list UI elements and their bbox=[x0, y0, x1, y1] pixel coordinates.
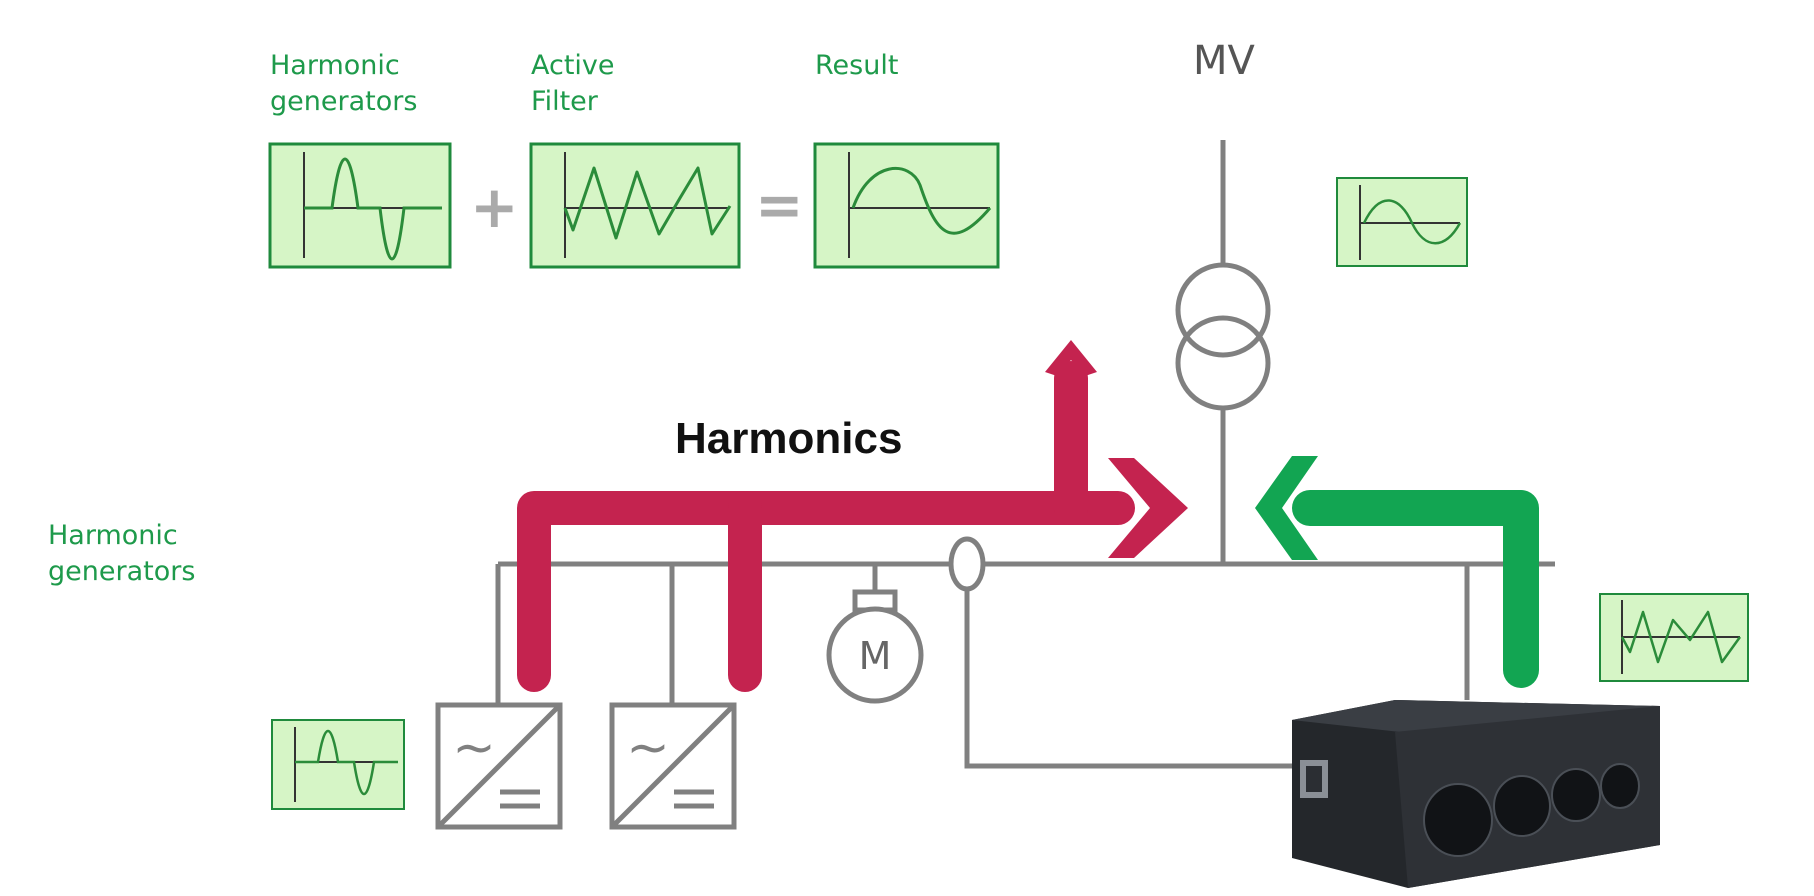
label-harmonic-generators-left: Harmonic generators bbox=[48, 520, 196, 587]
equals-operator: = bbox=[755, 171, 804, 239]
sensor-signal-wire bbox=[964, 588, 1300, 769]
converter-icon-1: ~ bbox=[435, 702, 563, 830]
waveform-panel-harmonic-generators bbox=[268, 142, 452, 269]
plus-operator: + bbox=[470, 173, 519, 241]
waveform-panel-active-filter bbox=[529, 142, 741, 269]
waveform-panel-mv bbox=[1336, 177, 1468, 267]
converter-ac-symbol: ~ bbox=[452, 718, 496, 778]
transformer-icon bbox=[1175, 262, 1271, 411]
busbar-network bbox=[495, 140, 1555, 769]
label-harmonic-generators-top: Harmonic generators bbox=[270, 50, 418, 117]
motor-icon bbox=[826, 589, 924, 704]
label-harmonics: Harmonics bbox=[675, 414, 903, 463]
waveform-panel-filter-output bbox=[1599, 593, 1749, 682]
label-active-filter: Active Filter bbox=[531, 50, 615, 117]
motor-label: M bbox=[859, 634, 892, 678]
converter-icon-2: ~ bbox=[609, 702, 737, 830]
waveform-panel-result bbox=[813, 142, 1000, 269]
active-filter-device bbox=[1292, 700, 1660, 888]
filter-arrowhead-left bbox=[1255, 456, 1318, 560]
filter-compensation-arrow bbox=[1292, 490, 1539, 688]
harmonics-flow-arrow bbox=[517, 361, 1135, 692]
label-mv: MV bbox=[1193, 38, 1255, 84]
waveform-panel-load-current bbox=[271, 719, 405, 810]
current-sensor-icon bbox=[948, 536, 986, 592]
harmonics-arrowhead-up bbox=[1045, 340, 1097, 376]
label-result: Result bbox=[815, 50, 899, 81]
harmonics-arrowhead-right bbox=[1108, 458, 1188, 558]
converter-ac-symbol: ~ bbox=[626, 718, 670, 778]
